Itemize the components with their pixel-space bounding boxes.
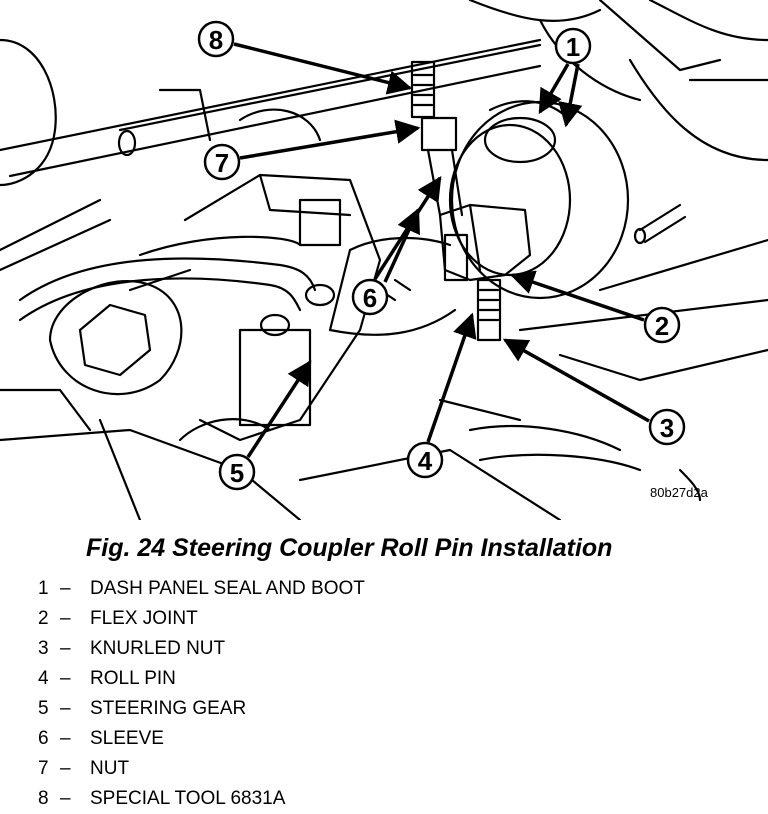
callout-2-circle — [643, 306, 681, 344]
callout-6-label: 6 — [363, 283, 377, 313]
leader-1b — [558, 63, 583, 128]
legend-number: 7 — [38, 758, 49, 779]
leader-arrows — [233, 42, 650, 458]
legend-separator: – — [60, 698, 71, 719]
legend-item-5: 5–STEERING GEAR — [38, 694, 365, 724]
leader-6b — [383, 207, 420, 283]
line-art — [0, 0, 768, 520]
callout-5-circle — [218, 453, 256, 491]
callout-6-circle — [351, 278, 389, 316]
legend-separator: – — [60, 578, 71, 599]
callout-8-label: 8 — [209, 25, 223, 55]
legend-item-3: 3–KNURLED NUT — [38, 634, 365, 664]
steering-coupler-illustration: 1 2 3 4 5 6 7 8 80b27d2a — [0, 0, 768, 520]
leader-4 — [426, 312, 477, 443]
legend-number: 6 — [38, 728, 49, 749]
legend-separator: – — [60, 608, 71, 629]
legend-separator: – — [60, 758, 71, 779]
legend-label: ROLL PIN — [90, 668, 176, 689]
callout-4-circle — [406, 441, 444, 479]
leader-6a — [373, 175, 442, 280]
callout-8-circle — [197, 20, 235, 58]
leader-8 — [233, 42, 413, 95]
legend-label: FLEX JOINT — [90, 608, 198, 629]
callout-5-label: 5 — [230, 458, 244, 488]
legend-item-2: 2–FLEX JOINT — [38, 604, 365, 634]
legend-number: 2 — [38, 608, 49, 629]
callout-3-label: 3 — [660, 413, 674, 443]
callout-1-circle — [554, 27, 592, 65]
callout-7-label: 7 — [215, 148, 229, 178]
leader-3 — [502, 338, 650, 423]
callout-circles — [197, 20, 686, 491]
legend-number: 4 — [38, 668, 49, 689]
legend-number: 5 — [38, 698, 49, 719]
legend-separator: – — [60, 638, 71, 659]
legend-item-7: 7–NUT — [38, 754, 365, 784]
legend-item-1: 1–DASH PANEL SEAL AND BOOT — [38, 574, 365, 604]
legend-label: NUT — [90, 758, 130, 779]
legend-separator: – — [60, 728, 71, 749]
legend-label: SPECIAL TOOL 6831A — [90, 788, 286, 809]
legend-label: KNURLED NUT — [90, 638, 226, 659]
legend-item-6: 6–SLEEVE — [38, 724, 365, 754]
legend-label: SLEEVE — [90, 728, 164, 749]
legend-item-4: 4–ROLL PIN — [38, 664, 365, 694]
legend-label: DASH PANEL SEAL AND BOOT — [90, 578, 365, 599]
callout-4-label: 4 — [418, 446, 433, 476]
callout-1-label: 1 — [566, 32, 580, 62]
legend-separator: – — [60, 788, 71, 809]
leader-2 — [509, 270, 645, 322]
legend-item-8: 8–SPECIAL TOOL 6831A — [38, 784, 365, 814]
legend-separator: – — [60, 668, 71, 689]
figure-code: 80b27d2a — [650, 485, 709, 500]
legend-number: 1 — [38, 578, 49, 599]
legend-number: 3 — [38, 638, 49, 659]
figure-caption: Fig. 24 Steering Coupler Roll Pin Instal… — [86, 534, 613, 562]
callout-7-circle — [203, 143, 241, 181]
callout-2-label: 2 — [655, 311, 669, 341]
legend-number: 8 — [38, 788, 49, 809]
legend-label: STEERING GEAR — [90, 698, 247, 719]
leader-1a — [538, 63, 570, 115]
callout-3-circle — [648, 408, 686, 446]
leader-5 — [246, 359, 312, 458]
leader-7 — [239, 119, 421, 160]
